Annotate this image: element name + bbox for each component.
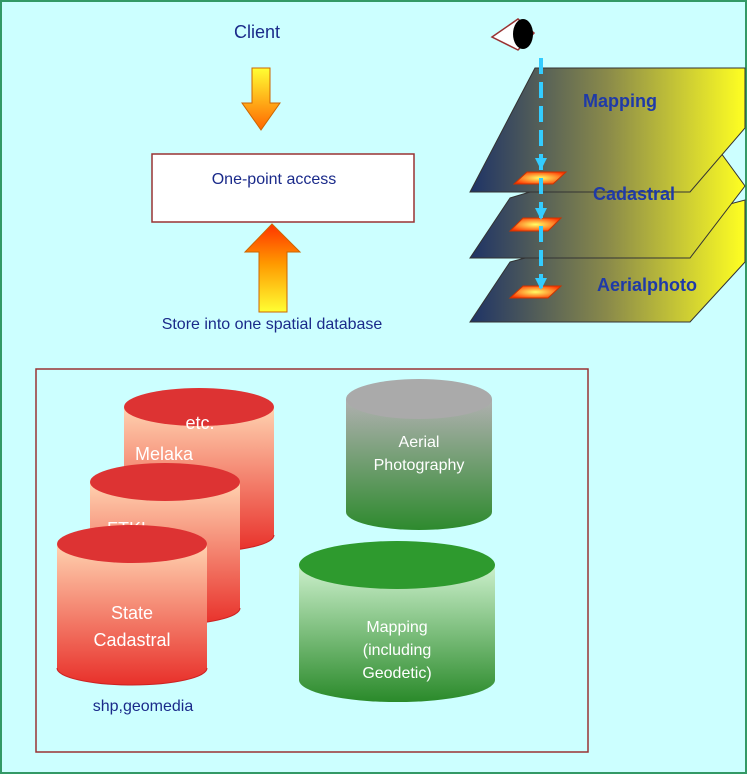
database-container	[35, 368, 589, 753]
db-label-photography: Photography	[374, 457, 465, 474]
store-label: Store into one spatial database	[162, 316, 383, 333]
format-label: shp,geomedia	[93, 698, 194, 715]
client-label: Client	[234, 22, 280, 42]
db-label-cadastral: Cadastral	[93, 630, 170, 650]
layer-label-aerialphoto: Aerialphoto	[597, 275, 697, 295]
cadastral-spot	[508, 217, 563, 232]
layer-label-cadastral: Cadastral	[593, 184, 675, 204]
down-arrow	[241, 67, 281, 131]
access-label: One-point access	[212, 171, 337, 188]
db-cylinder-aerial-photography	[346, 379, 492, 530]
up-arrow	[243, 223, 302, 313]
db-label-aerial: Aerial	[399, 434, 440, 451]
db-cylinder-state-cadastral	[56, 525, 208, 686]
db-label-state: State	[111, 603, 153, 623]
eye-icon	[490, 18, 536, 51]
db-label-etc: etc.	[185, 413, 214, 433]
layer-label-mapping: Mapping	[583, 91, 657, 111]
view-dashed-arrow	[535, 58, 547, 290]
access-box	[151, 153, 415, 223]
db-label-melaka: Melaka	[135, 444, 194, 464]
db-label-including: (including	[363, 642, 431, 659]
db-label-geodetic: Geodetic)	[362, 665, 431, 682]
db-label-mapping: Mapping	[366, 619, 427, 636]
db-cylinder-mapping	[299, 541, 495, 702]
aerialphoto-spot	[508, 285, 563, 299]
